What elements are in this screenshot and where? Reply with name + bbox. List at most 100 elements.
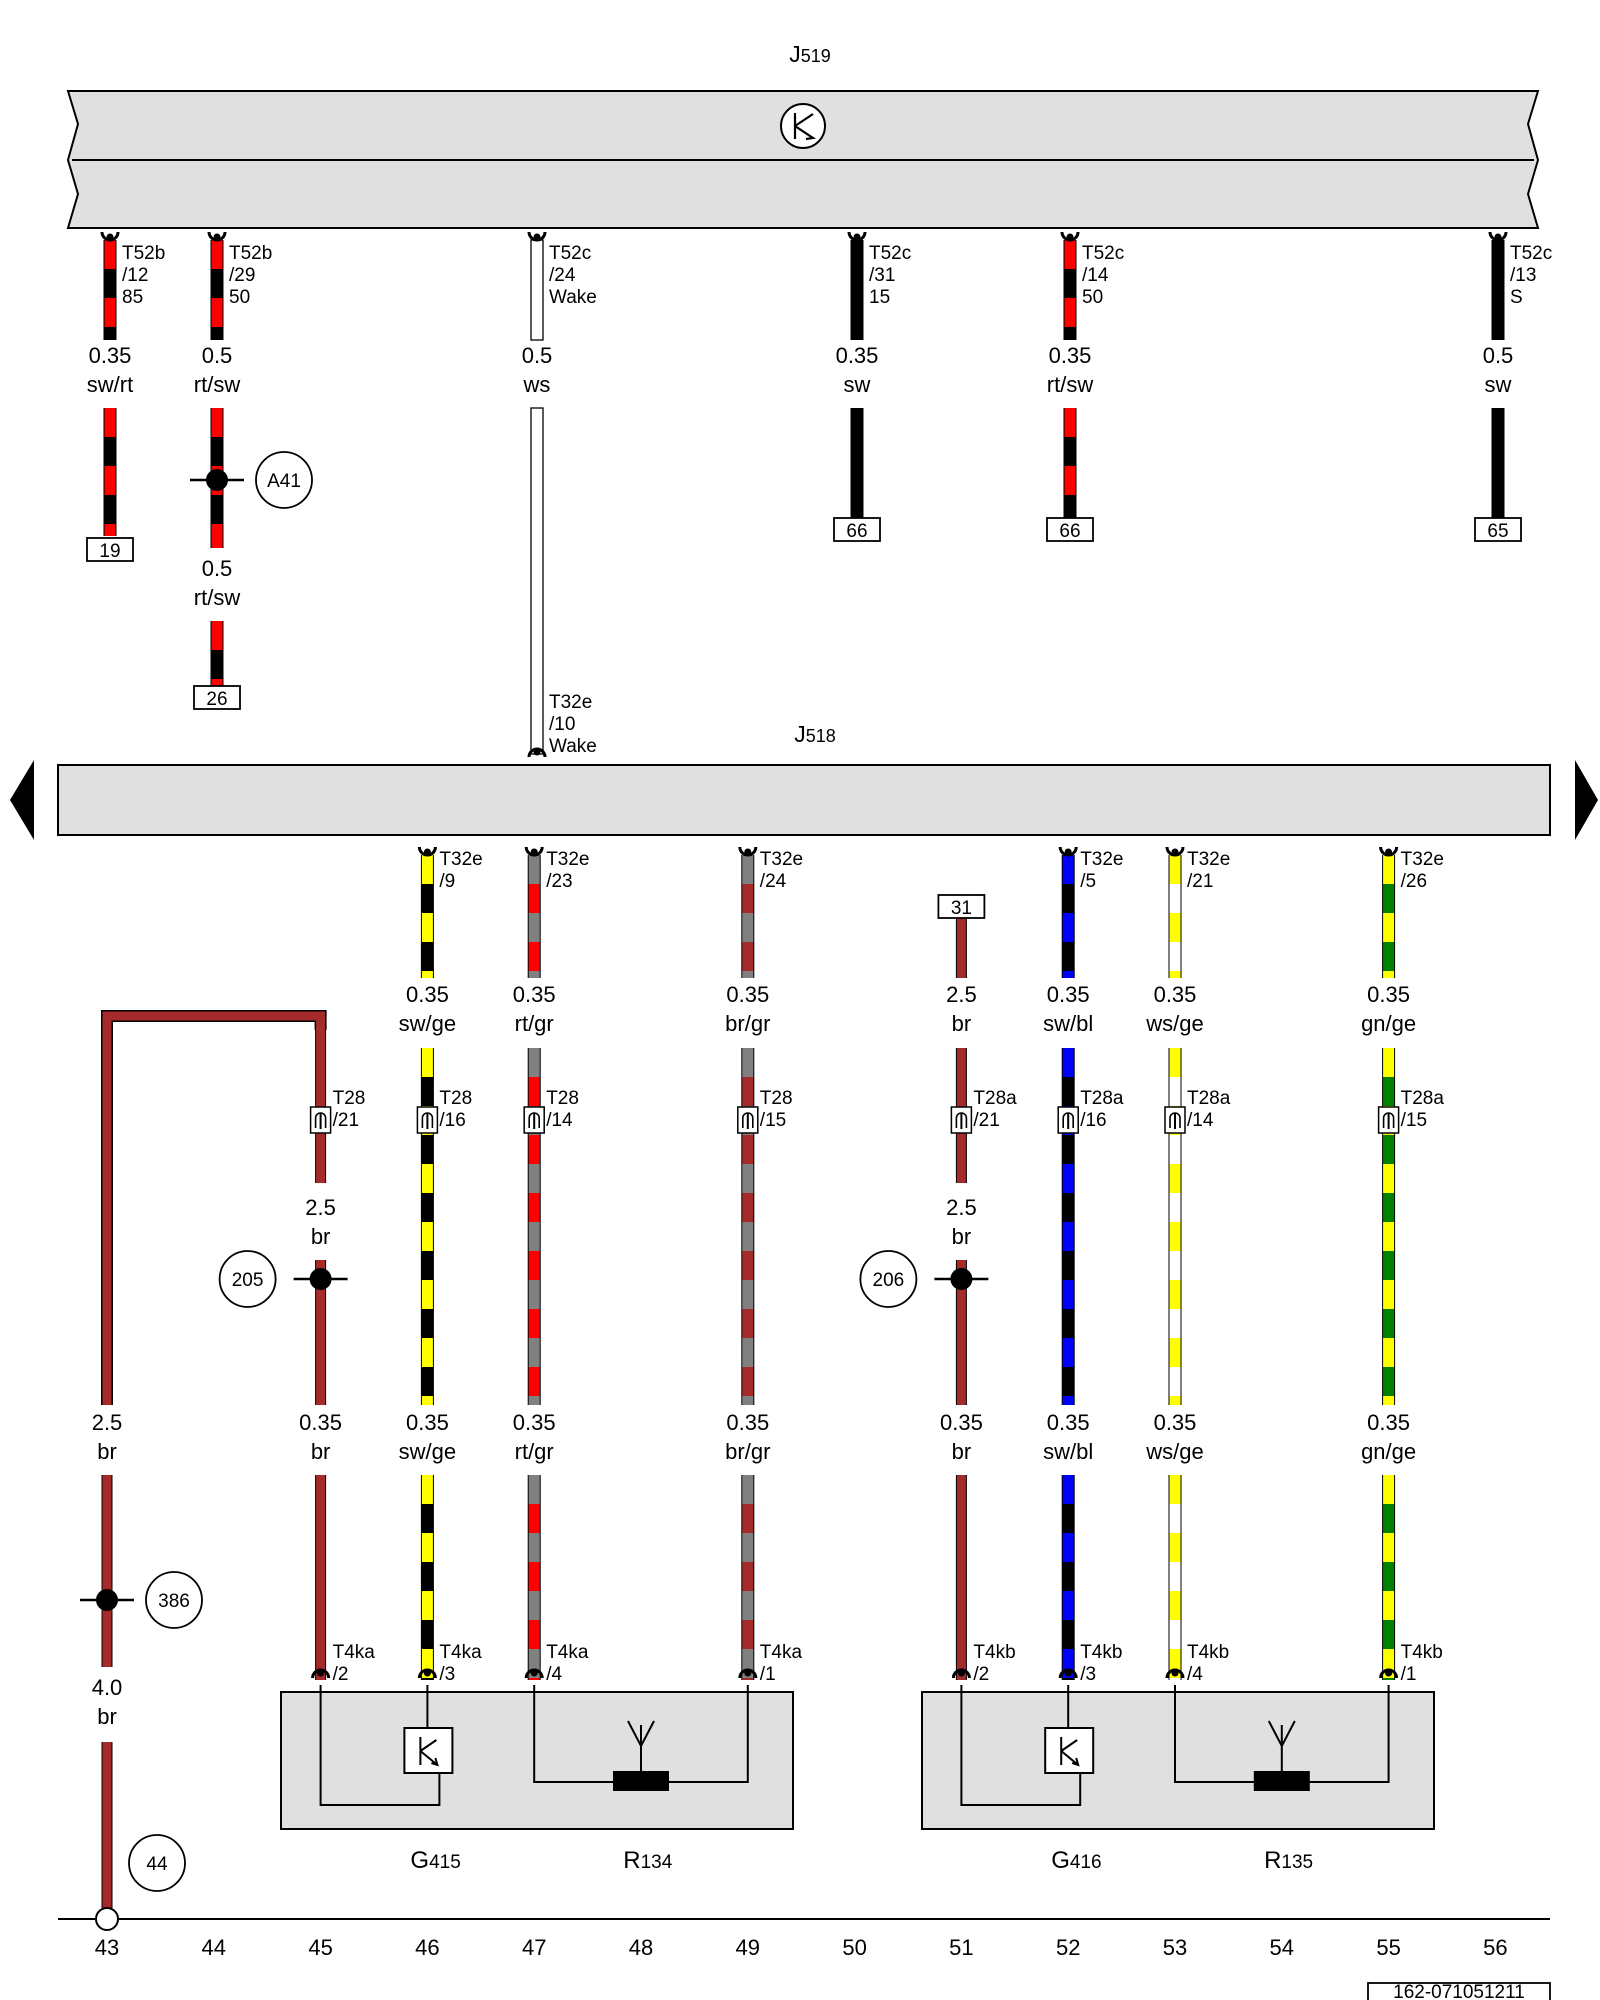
- component-G415-heater-title-number: 134: [641, 1852, 673, 1873]
- component-G416-sensor-loop: [960, 1685, 1082, 1806]
- j518-wire-col55-c-segment: [1383, 1562, 1395, 1591]
- j518-wire-col55-t28-term-line: T28a: [1401, 1088, 1445, 1109]
- j518-wire-col49-b-segment: [742, 1309, 754, 1338]
- j518-wire-col52-c-segment: [1062, 1562, 1074, 1591]
- j518-wire-col53-b-segment: [1169, 1222, 1181, 1251]
- j518-wire-col49-t28-term-line: T28: [760, 1088, 793, 1109]
- j518-wire-col47-t32-line: T32e: [546, 849, 589, 870]
- j519-pin-12-term-line: T52b: [122, 243, 165, 264]
- j518-wire-col53-c-segment: [1169, 1678, 1181, 1680]
- j518-wire-col52-t4-pin: [1064, 1669, 1072, 1677]
- j518-wire-col47-top-gauge: 0.35: [513, 982, 556, 1007]
- column-number-56: 56: [1483, 1935, 1507, 1960]
- j518-wire-col46-b-segment: [421, 1338, 433, 1367]
- j518-wire-col52-c-segment: [1062, 1620, 1074, 1649]
- doc-id-box: [1367, 1982, 1551, 2000]
- component-G415-antenna-icon: [627, 1720, 655, 1771]
- component-G415-heater-element: [613, 1771, 669, 1791]
- ground-main-mid-fill: [102, 1475, 112, 1667]
- j518-wire-col49-t4-term-line: /1: [760, 1664, 776, 1685]
- ground-point-node: [95, 1907, 119, 1931]
- j518-wire-col53-b-segment: [1169, 1193, 1181, 1222]
- j519-pin-24-term-line: Wake: [549, 287, 597, 308]
- j518-wire-col49-c-segment: [742, 1620, 754, 1649]
- j518-wire-col55-b-segment: [1383, 1048, 1395, 1077]
- j518-wire-col53-b-segment: [1169, 1135, 1181, 1164]
- ground-loop: [102, 1011, 326, 1405]
- j518-wire-col53-t4-term-line: /4: [1187, 1664, 1203, 1685]
- j518-wire-col46-b-segment: [421, 1396, 433, 1405]
- j518-wire-col46-a-segment: [421, 884, 433, 913]
- j519-pin-29-wire-a-segment: [211, 298, 223, 327]
- j519-pin-24-pin: [533, 233, 541, 241]
- j519-pin-31-term-line: 15: [869, 287, 890, 308]
- j519-pin-12-wire-b-segment: [104, 524, 116, 536]
- j518-wire-col46-c-segment: [421, 1504, 433, 1533]
- j519-pin-24-gauge: 0.5: [522, 343, 553, 368]
- component-G415-housing: [280, 1691, 794, 1830]
- j518-wire-col55-c-segment: [1383, 1649, 1395, 1678]
- j518-wire-col55-c-segment: [1383, 1620, 1395, 1649]
- j518-wire-col49-b-segment: [742, 1280, 754, 1309]
- j518-wire-col49-top-gauge: 0.35: [726, 982, 769, 1007]
- j519-pin-13-ref-label: 65: [1487, 521, 1508, 542]
- component-G415-sensor-title-letter: G: [410, 1847, 429, 1874]
- j518-wire-col49-b-segment: [742, 1077, 754, 1106]
- j519-electronics-symbol: [780, 103, 826, 149]
- j518-wire-col46-c-segment: [421, 1591, 433, 1620]
- j518-wire-col55-b-segment: [1383, 1193, 1395, 1222]
- j518-wire-col47-j518-pin: [530, 848, 538, 856]
- j519-pin-31-ref-label: 66: [846, 521, 867, 542]
- ground-wire-col51-t28-term-line: /21: [973, 1110, 999, 1131]
- j518-wire-col49-j518-pin: [744, 848, 752, 856]
- ground-wire-col45-b-fill: [316, 1260, 326, 1405]
- j518-wire-col52-b-segment: [1062, 1135, 1074, 1164]
- j518-wire-col49-c-segment: [742, 1504, 754, 1533]
- j518-wire-col55-b-segment: [1383, 1367, 1395, 1396]
- j519-pin-12-term-line: 85: [122, 287, 143, 308]
- ground-wire-col51-t28-term-line: T28a: [973, 1088, 1017, 1109]
- j518-wire-col47-t32-line: /23: [546, 871, 572, 892]
- j518-wire-col46-t4-term-line: /3: [439, 1664, 455, 1685]
- column-number-45: 45: [308, 1935, 332, 1960]
- j519-pin-13-color: sw: [1485, 372, 1512, 397]
- j518-wire-col46-b-segment: [421, 1135, 433, 1164]
- j518-wire-col53-b-segment: [1169, 1309, 1181, 1338]
- j518-wire-col49-c-segment: [742, 1678, 754, 1680]
- j518-wire-col47-c-segment: [528, 1678, 540, 1680]
- j519-pin-29-color: rt/sw: [194, 372, 241, 397]
- j518-wire-col55-c-segment: [1383, 1678, 1395, 1680]
- ground-main-bot-color: br: [97, 1704, 117, 1729]
- j518-wire-col47-c-segment: [528, 1533, 540, 1562]
- j518-wire-col46-b-segment: [421, 1251, 433, 1280]
- j519-pin-14-pin: [1066, 233, 1074, 241]
- j518-wire-col46-b-segment: [421, 1193, 433, 1222]
- j519-pin-31-wire-b-fill: [851, 408, 863, 536]
- j518-wire-col49-t4-pin: [744, 1669, 752, 1677]
- ground-splice-386-dot: [96, 1589, 118, 1611]
- ground-wire-col51-splice-206-label: 206: [873, 1270, 905, 1291]
- j518-wire-col53-b-segment: [1169, 1164, 1181, 1193]
- j518-wire-col46-t28-term-line: /16: [439, 1110, 465, 1131]
- ground-wire-col45-splice-205-label: 205: [232, 1270, 264, 1291]
- j519-pin-12-wire-a-segment: [104, 240, 116, 269]
- j518-wire-col49-c-segment: [742, 1591, 754, 1620]
- j518-wire-col53-t4-pin: [1171, 1669, 1179, 1677]
- j519-pin-14-ref-label: 66: [1059, 521, 1080, 542]
- j518-wire-col47-bot-color: rt/gr: [515, 1439, 554, 1464]
- j518-wire-col49-c-segment: [742, 1649, 754, 1678]
- j518-wire-col53-c-segment: [1169, 1620, 1181, 1649]
- j519-pin-13-gauge: 0.5: [1483, 343, 1514, 368]
- ground-main-top-color: br: [97, 1439, 117, 1464]
- j518-wire-col52-c-segment: [1062, 1475, 1074, 1504]
- j518-wire-col53-top-color: ws/ge: [1145, 1011, 1203, 1036]
- j518-wire-col53-b-segment: [1169, 1077, 1181, 1106]
- ground-wire-col45-t4-term-line: T4ka: [333, 1642, 376, 1663]
- component-G415-sensor-title-number: 415: [429, 1852, 461, 1873]
- j519-pin-14-wire-a-segment: [1064, 327, 1076, 340]
- j519-pin-31-pin: [853, 233, 861, 241]
- j519-pin-29-wire-a-segment: [211, 327, 223, 340]
- j518-wire-col46-b-segment: [421, 1077, 433, 1106]
- j519-pin-14-wire-a-segment: [1064, 240, 1076, 269]
- ground-wire-col51-t4-term-line: T4kb: [973, 1642, 1015, 1663]
